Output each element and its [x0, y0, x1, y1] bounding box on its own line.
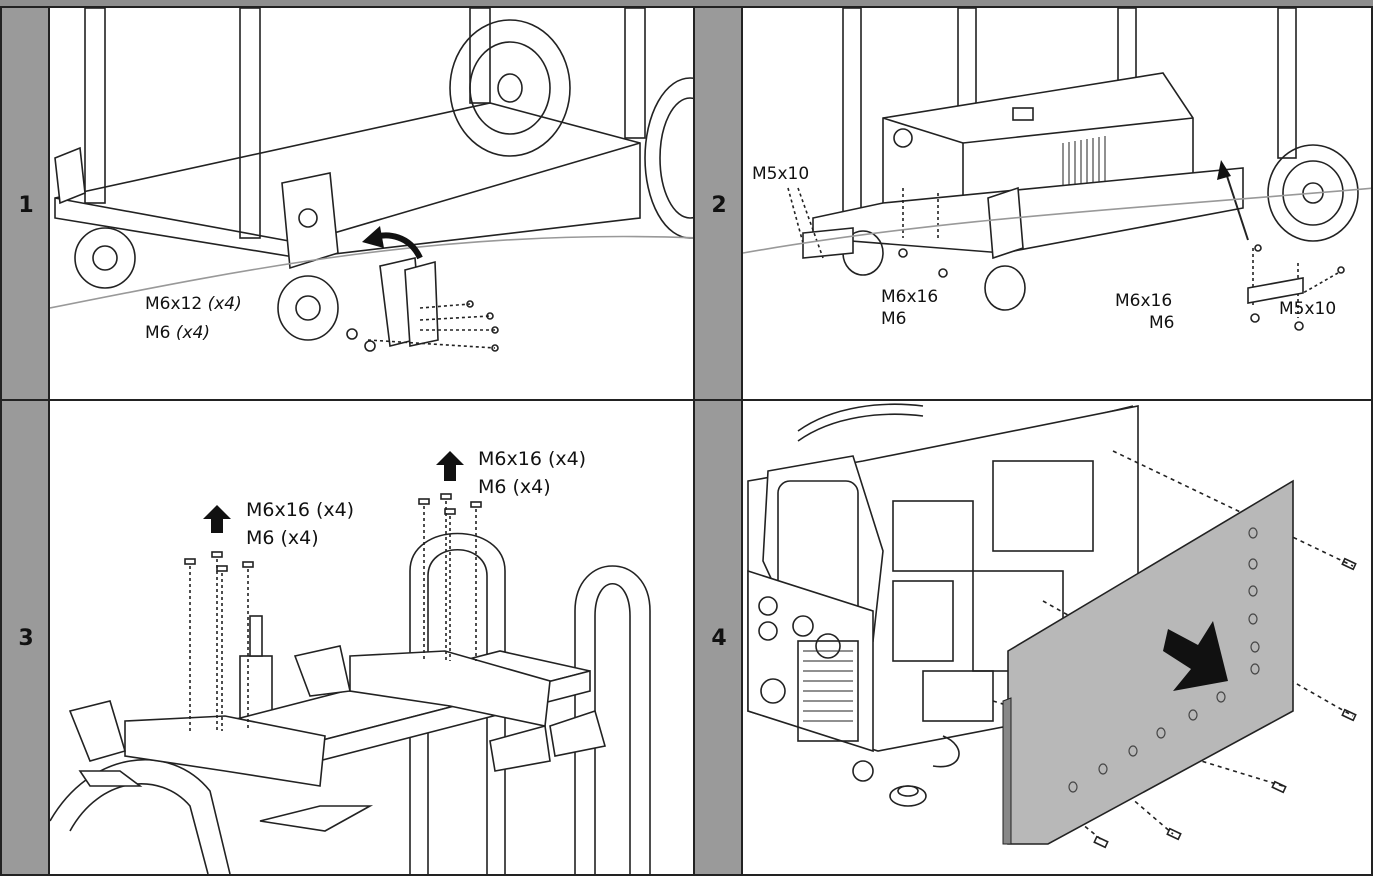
step-1-illustration	[50, 8, 695, 352]
up-arrow-icon	[203, 451, 464, 533]
step-2-label-m5x10-left: M5x10	[752, 164, 810, 184]
step-3-number-strip	[2, 401, 50, 874]
step-1-number-strip	[2, 8, 50, 401]
step-3-panel: 3	[0, 399, 697, 876]
step-1-panel: 1	[0, 6, 697, 403]
step-3-label-left-nut: M6 (x4)	[246, 527, 319, 549]
step-4-number-strip	[695, 401, 743, 874]
right-arrow-icon	[1163, 621, 1228, 691]
step-2-label-m6-right: M6	[1149, 313, 1175, 333]
step-3-label-right-screw: M6x16 (x4)	[478, 448, 587, 470]
step-2-panel: 2	[693, 6, 1373, 403]
step-1-label-nut: M6 (x4)	[145, 323, 211, 343]
step-2-number: 2	[711, 193, 727, 218]
step-3-number: 3	[18, 626, 34, 651]
step-1-label-screw: M6x12 (x4)	[145, 294, 242, 314]
wheel-icon	[449, 19, 571, 157]
step-3-label-left-screw: M6x16 (x4)	[246, 499, 355, 521]
step-2-label-m6x16-right: M6x16	[1115, 291, 1173, 311]
step-2-illustration	[743, 8, 1371, 331]
screw-icon	[184, 493, 482, 572]
screw-icon	[466, 300, 474, 308]
step-2-label-m5x10-right: M5x10	[1279, 299, 1337, 319]
step-2-label-m6-mid: M6	[881, 309, 907, 329]
wheel-icon	[1267, 144, 1359, 242]
step-4-illustration	[747, 403, 1357, 849]
step-3-label-right-nut: M6 (x4)	[478, 476, 551, 498]
step-3-illustration	[50, 451, 651, 874]
step-4-panel: 4	[693, 399, 1373, 876]
step-1-number: 1	[18, 193, 34, 218]
top-border-bar	[0, 0, 1373, 8]
step-2-label-m6x16-mid: M6x16	[881, 287, 939, 307]
step-2-number-strip	[695, 8, 743, 401]
step-4-number: 4	[711, 626, 727, 651]
